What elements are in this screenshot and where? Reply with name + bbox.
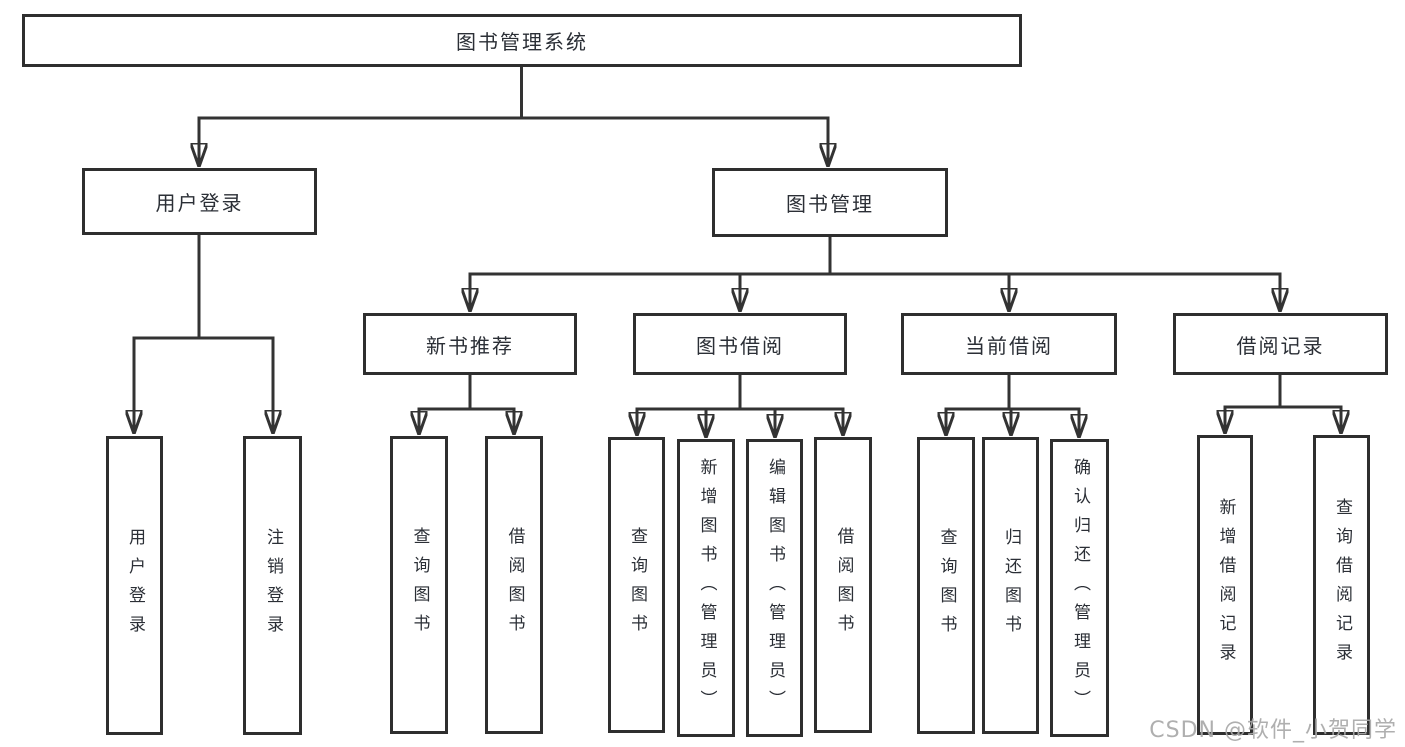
leaf-label: 借阅图书 <box>833 527 854 643</box>
leaf-nbr-query-book: 查询图书 <box>390 436 448 734</box>
node-library-management-system: 图书管理系统 <box>22 14 1022 67</box>
node-label: 新书推荐 <box>426 333 514 358</box>
csdn-watermark: CSDN @软件_小贺同学 <box>1149 718 1397 743</box>
leaf-label: 新增借阅记录 <box>1215 498 1236 672</box>
connector-root <box>198 67 830 166</box>
leaf-bb-borrow-book: 借阅图书 <box>814 437 872 733</box>
leaf-bb-edit-book-admin: 编辑图书（管理员） <box>746 439 803 737</box>
leaf-cb-query-book: 查询图书 <box>917 437 975 734</box>
leaf-bb-add-book-admin: 新增图书（管理员） <box>677 439 735 737</box>
node-label: 图书管理 <box>786 192 874 216</box>
connector-book-management <box>469 236 1282 311</box>
leaf-bb-query-book: 查询图书 <box>608 437 665 733</box>
connector-current-borrow <box>945 375 1081 437</box>
leaf-label: 查询图书 <box>409 527 430 643</box>
leaf-label: 查询图书 <box>936 527 957 644</box>
leaf-label: 用户登录 <box>125 527 145 644</box>
leaf-logout: 注销登录 <box>243 436 302 735</box>
leaf-label: 编辑图书（管理员） <box>765 457 785 719</box>
leaf-label: 归还图书 <box>1001 527 1021 644</box>
connector-user-login <box>133 234 275 433</box>
node-book-borrow: 图书借阅 <box>633 313 847 375</box>
leaf-label: 新增图书（管理员） <box>696 457 717 719</box>
node-label: 借阅记录 <box>1236 333 1325 358</box>
node-label: 用户登录 <box>155 191 244 215</box>
node-user-login: 用户登录 <box>82 168 317 235</box>
leaf-label: 查询图书 <box>627 527 647 643</box>
leaf-br-query-record: 查询借阅记录 <box>1313 435 1370 735</box>
leaf-cb-confirm-return-admin: 确认归还（管理员） <box>1050 439 1109 737</box>
leaf-cb-return-book: 归还图书 <box>982 437 1039 734</box>
node-current-borrow: 当前借阅 <box>901 313 1117 375</box>
leaf-label: 确认归还（管理员） <box>1070 457 1090 719</box>
node-label: 当前借阅 <box>965 333 1053 358</box>
node-label: 图书借阅 <box>696 333 784 358</box>
leaf-label: 借阅图书 <box>504 527 525 643</box>
leaf-nbr-borrow-book: 借阅图书 <box>485 436 543 734</box>
connector-new-book-recommend <box>418 375 516 434</box>
node-borrow-record: 借阅记录 <box>1173 313 1388 375</box>
leaf-label: 注销登录 <box>263 527 283 644</box>
node-book-management: 图书管理 <box>712 168 948 237</box>
leaf-label: 查询借阅记录 <box>1332 498 1352 672</box>
node-label: 图书管理系统 <box>456 30 588 54</box>
leaf-user-login: 用户登录 <box>106 436 163 735</box>
node-new-book-recommend: 新书推荐 <box>363 313 577 375</box>
leaf-br-add-record: 新增借阅记录 <box>1197 435 1253 735</box>
connector-book-borrow <box>636 375 845 437</box>
connector-borrow-record <box>1224 375 1343 433</box>
